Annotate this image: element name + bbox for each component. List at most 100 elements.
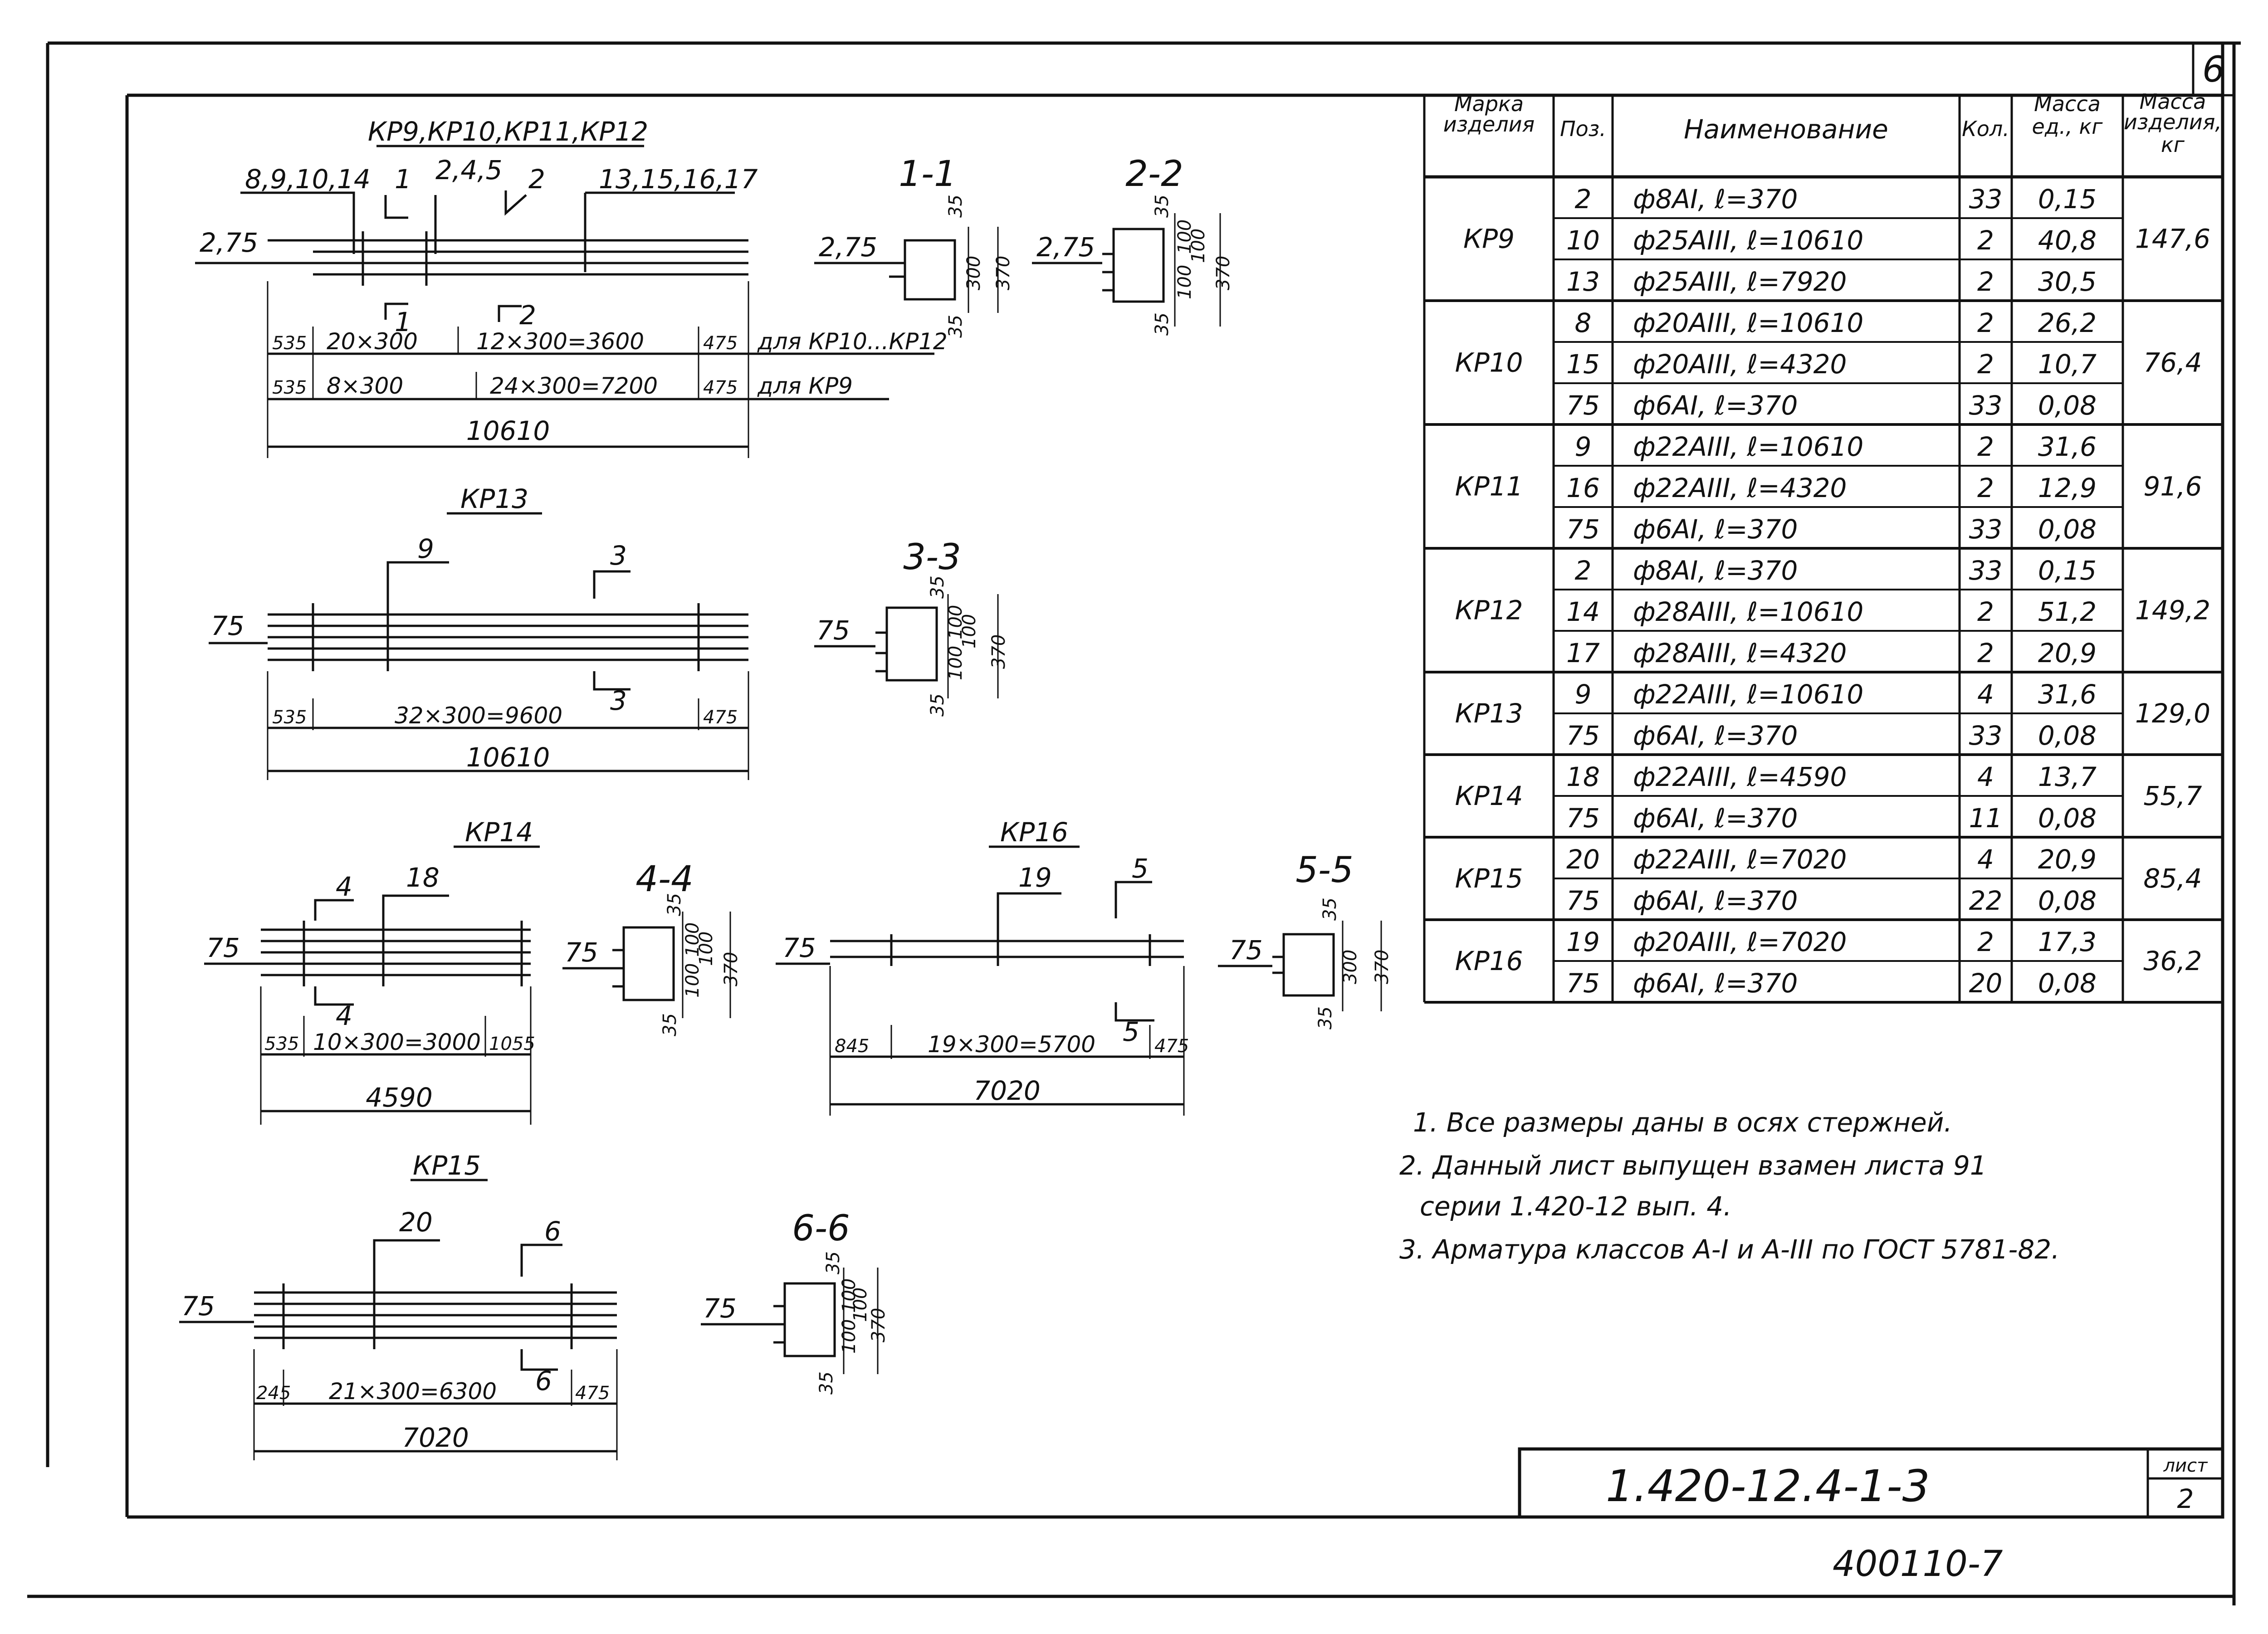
cell-pos: 8 <box>1575 307 1592 338</box>
cut-mark-1: 1 <box>395 307 411 337</box>
cell-item-mass: 91,6 <box>2143 471 2202 502</box>
dim-left: 75 <box>703 1293 737 1324</box>
page-number: 6 <box>2202 49 2225 90</box>
cell-unit-mass: 26,2 <box>2038 307 2097 338</box>
cell-pos: 14 <box>1566 596 1600 627</box>
sheet-number: 2 <box>2177 1483 2194 1514</box>
cell-unit-mass: 17,3 <box>2038 927 2097 957</box>
header-item-mass: кг <box>2161 132 2185 157</box>
sheet-label: лист <box>2163 1455 2209 1476</box>
cell-qty: 2 <box>1977 349 1994 380</box>
cell-name: ф28АIII, ℓ=10610 <box>1633 596 1863 627</box>
cell-name: ф8АI, ℓ=370 <box>1633 184 1798 215</box>
left-dim: 75 <box>181 1291 215 1322</box>
header-mark: изделия <box>1443 112 1535 137</box>
title: КР15 <box>413 1150 481 1181</box>
cell-qty: 2 <box>1977 307 1994 338</box>
cell-mark: КР15 <box>1455 863 1523 894</box>
dim-mid: 300 <box>1340 950 1361 984</box>
row-a: 845 <box>835 1036 869 1057</box>
dim-mid-1: 100 <box>839 1278 860 1313</box>
dim-bottom: 35 <box>945 315 966 338</box>
dim-top: 35 <box>664 893 685 916</box>
cell-qty: 20 <box>1969 968 2003 999</box>
row-c: 475 <box>575 1383 610 1404</box>
title: 6-6 <box>792 1208 850 1249</box>
dim-mid-2: 100 <box>959 614 980 649</box>
row2-a: 535 <box>272 377 307 398</box>
section-6-6: 6-6 35 100 100 100 35 370 75 <box>701 1208 889 1395</box>
row-b: 10×300=3000 <box>313 1029 481 1055</box>
cut-mark-4-top: 4 <box>336 871 352 902</box>
dim-top: 35 <box>1152 195 1173 218</box>
cell-qty: 33 <box>1969 720 2003 751</box>
row1-d: 475 <box>703 333 738 354</box>
cell-name: ф6АI, ℓ=370 <box>1633 885 1798 916</box>
cell-name: ф28АIII, ℓ=4320 <box>1633 638 1847 668</box>
cell-name: ф20АIII, ℓ=7020 <box>1633 927 1847 957</box>
cell-qty: 2 <box>1977 596 1994 627</box>
callout-13-15-16-17: 13,15,16,17 <box>599 164 758 195</box>
cell-unit-mass: 0,08 <box>2038 390 2097 421</box>
cell-item-mass: 129,0 <box>2135 698 2210 729</box>
section-5-5: 5-5 35 300 35 370 75 <box>1218 850 1393 1029</box>
cell-unit-mass: 31,6 <box>2038 679 2097 710</box>
dim-left: 2,75 <box>819 232 877 263</box>
row-c: 475 <box>703 707 738 728</box>
cell-mark: КР12 <box>1455 595 1523 626</box>
cut-mark-2: 2 <box>519 300 536 331</box>
title: 4-4 <box>635 859 693 900</box>
cell-item-mass: 76,4 <box>2143 347 2202 378</box>
dim-overall: 370 <box>721 952 742 986</box>
dim-mid-1: 100 <box>1174 219 1195 254</box>
notes: 1. Все размеры даны в осях стержней. 2. … <box>1399 1107 2060 1265</box>
cell-qty: 4 <box>1977 844 1994 875</box>
note-1: 1. Все размеры даны в осях стержней. <box>1413 1107 1952 1138</box>
cell-mark: КР16 <box>1455 946 1523 976</box>
header-item-mass: Масса <box>2140 89 2206 114</box>
cell-qty: 4 <box>1977 679 1994 710</box>
dim-overall: 370 <box>1372 950 1393 984</box>
dim-top: 35 <box>927 576 948 599</box>
cell-pos: 19 <box>1566 927 1600 957</box>
dim-mid-1: 100 <box>945 605 966 639</box>
cell-pos: 15 <box>1566 349 1600 380</box>
dim-bottom: 35 <box>660 1013 680 1036</box>
cell-qty: 33 <box>1969 555 2003 586</box>
cell-qty: 2 <box>1977 225 1994 256</box>
cut-mark-3-top: 3 <box>610 540 627 571</box>
row-b: 21×300=6300 <box>329 1378 497 1405</box>
dim-top: 35 <box>823 1251 844 1274</box>
cell-pos: 16 <box>1566 473 1600 503</box>
cell-unit-mass: 0,08 <box>2038 514 2097 545</box>
cell-unit-mass: 0,08 <box>2038 803 2097 834</box>
cell-pos: 75 <box>1566 968 1600 999</box>
cell-pos: 9 <box>1575 679 1592 710</box>
cell-qty: 2 <box>1977 927 1994 957</box>
cell-unit-mass: 51,2 <box>2038 596 2097 627</box>
cell-mark: КР13 <box>1455 698 1523 729</box>
dim-mid-3: 100 <box>682 963 703 998</box>
note-3: 3. Арматура классов А-I и А-III по ГОСТ … <box>1399 1234 2060 1265</box>
cell-pos: 75 <box>1566 803 1600 834</box>
cell-unit-mass: 0,15 <box>2038 184 2097 215</box>
row2-d: 475 <box>703 377 738 398</box>
cell-qty: 11 <box>1969 803 2003 834</box>
total: 7020 <box>402 1422 469 1453</box>
row-b: 19×300=5700 <box>928 1031 1095 1058</box>
left-dim: 2,75 <box>200 227 258 258</box>
cell-name: ф6АI, ℓ=370 <box>1633 803 1798 834</box>
cell-unit-mass: 40,8 <box>2038 225 2097 256</box>
dim-mid-2: 100 <box>850 1288 871 1322</box>
dim-left: 2,75 <box>1036 232 1095 263</box>
cell-pos: 9 <box>1575 431 1592 462</box>
dim-bottom: 35 <box>1152 312 1173 336</box>
dim-top: 35 <box>1320 897 1340 921</box>
header-unit-mass: Масса <box>2034 92 2101 116</box>
row2-b: 8×300 <box>327 373 403 399</box>
document-code: 1.420-12.4-1-3 <box>1606 1461 1930 1512</box>
left-dim: 75 <box>782 932 816 963</box>
total: 10610 <box>466 415 550 446</box>
